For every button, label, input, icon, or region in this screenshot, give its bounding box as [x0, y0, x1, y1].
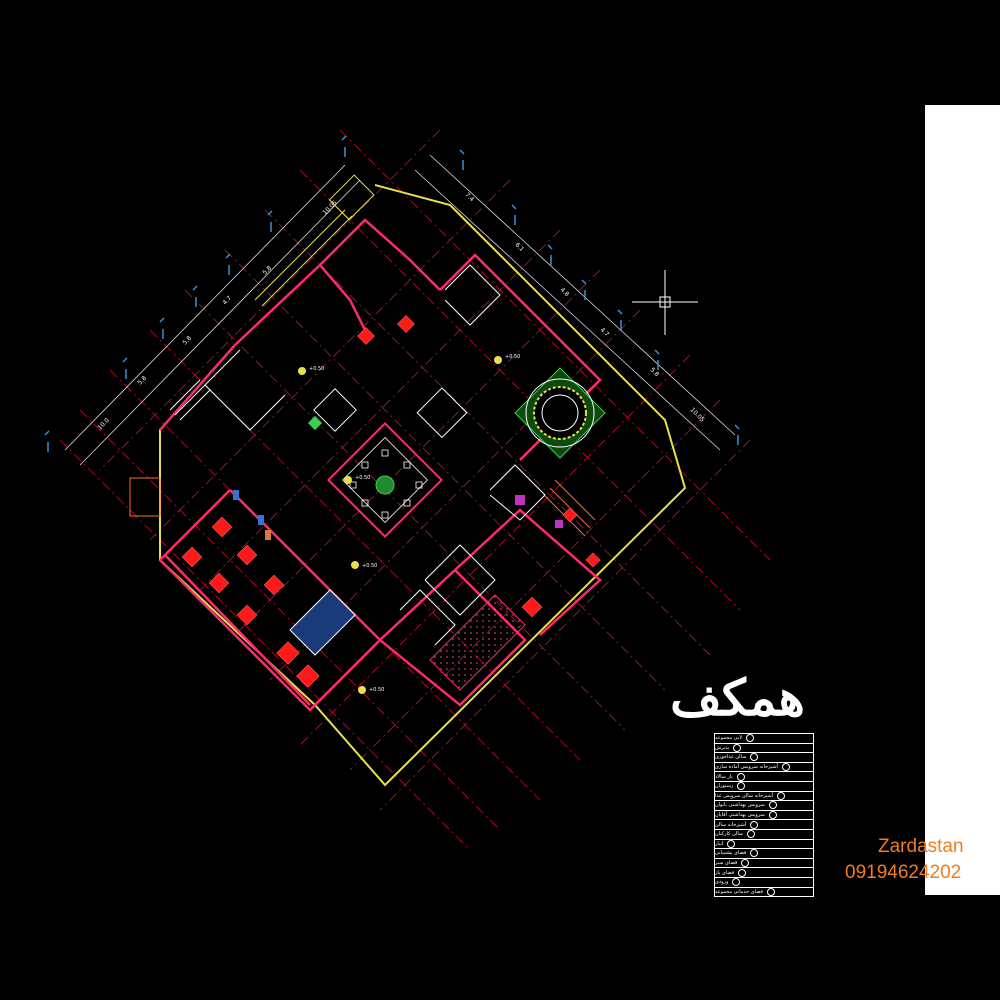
legend-table: لابی مجموعه پذیرش سالن غذاخوری آشپزخانه سرو…	[714, 733, 814, 898]
legend-row: انبار	[715, 839, 813, 850]
legend-number-circle	[781, 763, 790, 772]
green-fixture	[307, 415, 323, 431]
legend-number-circle	[737, 782, 746, 791]
watermark-name: Zardastan	[878, 836, 964, 857]
legend-item-label: سرویس بهداشتی بانوان	[715, 802, 765, 809]
level-markers	[298, 356, 502, 694]
legend-item-label: فضای پشتیبانی	[715, 850, 747, 857]
white-side-panel	[925, 105, 1000, 895]
service-fixtures	[515, 495, 563, 528]
legend-number-circle	[750, 820, 759, 829]
interior-walls	[204, 264, 546, 646]
legend-item-label: فضای خدماتی مجموعه	[715, 888, 763, 895]
legend-item-label: بار سالاد	[715, 773, 733, 780]
restaurant-tables	[181, 315, 601, 688]
legend-number-circle	[768, 801, 777, 810]
legend-item-label: رستوران	[715, 783, 734, 790]
round-room	[514, 367, 606, 459]
svg-text:7.4: 7.4	[464, 191, 476, 203]
legend-number-circle	[750, 753, 759, 762]
legend-row: سالن کارکنان	[715, 830, 813, 840]
legend-row: ورودی	[715, 878, 813, 888]
level-label-a: +0.50	[309, 366, 324, 372]
level-label-d: +0.50	[362, 563, 377, 569]
axis-markers	[44, 135, 740, 452]
legend-row: آشپزخانه سالن	[715, 820, 813, 830]
central-courtyard	[327, 422, 443, 538]
legend-number-circle	[732, 878, 741, 887]
level-label-e: +0.50	[369, 687, 384, 693]
building-walls	[159, 218, 602, 712]
legend-row: فضای سبز	[715, 859, 813, 869]
site-boundary	[159, 184, 687, 787]
legend-item-label: فضای باز	[715, 869, 735, 876]
level-label-c: +0.50	[355, 475, 370, 481]
grid-lines	[59, 129, 771, 851]
legend-row: بار سالاد	[715, 772, 813, 782]
legend-item-label: آشپزخانه سرویس آماده سازی	[715, 764, 778, 771]
svg-text:4.7: 4.7	[221, 295, 233, 307]
svg-text:10.05: 10.05	[689, 406, 706, 423]
legend-number-circle	[727, 839, 736, 848]
svg-text:10.0: 10.0	[96, 417, 111, 432]
legend-row: رستوران	[715, 782, 813, 792]
legend-number-circle	[747, 830, 756, 839]
legend-row: فضای پشتیبانی	[715, 849, 813, 859]
legend-number-circle	[733, 743, 742, 752]
cross-marker-icon	[632, 270, 698, 335]
legend-row: سرویس بهداشتی آقایان	[715, 811, 813, 821]
watermark-phone: 09194624202	[845, 862, 962, 883]
level-label-b: +0.50	[505, 354, 520, 360]
legend-row: فضای باز	[715, 868, 813, 878]
legend-row: آشپزخانه سرویس آماده سازی	[715, 763, 813, 773]
legend-row: آشپزخانه سالن سرویس غذا	[715, 791, 813, 802]
kitchen-counter	[233, 490, 356, 656]
svg-text:5.8: 5.8	[181, 335, 193, 347]
svg-text:4.8: 4.8	[559, 286, 571, 298]
dimension-labels: 10.05 5.8 4.7 5.8 5.8 10.0 7.4 6.1 4.8 4…	[96, 191, 705, 431]
legend-row: سرویس بهداشتی بانوان	[715, 801, 813, 811]
legend-row: لابی مجموعه	[715, 734, 813, 744]
legend-item-label: آشپزخانه سالن سرویس غذا	[715, 792, 774, 799]
legend-item-label: سالن غذاخوری	[715, 754, 747, 761]
legend-row: سالن غذاخوری	[715, 753, 813, 763]
legend-item-label: پذیرش	[715, 744, 730, 751]
legend-number-circle	[766, 887, 775, 896]
legend-number-circle	[750, 849, 759, 858]
svg-text:5.8: 5.8	[136, 375, 148, 387]
stairs	[129, 174, 596, 537]
legend-number-circle	[777, 791, 786, 800]
level-labels: +0.50 +0.50 +0.50 +0.50 +0.50	[309, 354, 520, 693]
legend-item-label: سرویس بهداشتی آقایان	[715, 812, 765, 819]
svg-text:10.05: 10.05	[321, 199, 338, 216]
legend-number-circle	[768, 811, 777, 820]
legend-item-label: آشپزخانه سالن	[715, 821, 747, 828]
plan-title: همکف	[670, 668, 805, 727]
legend-item-label: لابی مجموعه	[715, 735, 743, 742]
svg-text:5.8: 5.8	[649, 366, 661, 378]
legend-row: پذیرش	[715, 743, 813, 754]
legend-item-label: فضای سبز	[715, 860, 738, 867]
svg-text:5.8: 5.8	[261, 265, 273, 277]
svg-text:6.1: 6.1	[514, 241, 526, 253]
legend-item-label: ورودی	[715, 879, 729, 886]
dimension-lines	[64, 154, 736, 466]
legend-item-label: سالن کارکنان	[715, 831, 744, 838]
legend-number-circle	[738, 868, 747, 877]
legend-number-circle	[736, 772, 745, 781]
svg-text:4.7: 4.7	[599, 326, 611, 338]
dotted-hall	[429, 594, 526, 691]
legend-row: فضای خدماتی مجموعه	[715, 887, 813, 897]
legend-item-label: انبار	[715, 840, 724, 847]
legend-number-circle	[746, 734, 755, 743]
legend-number-circle	[741, 859, 750, 868]
